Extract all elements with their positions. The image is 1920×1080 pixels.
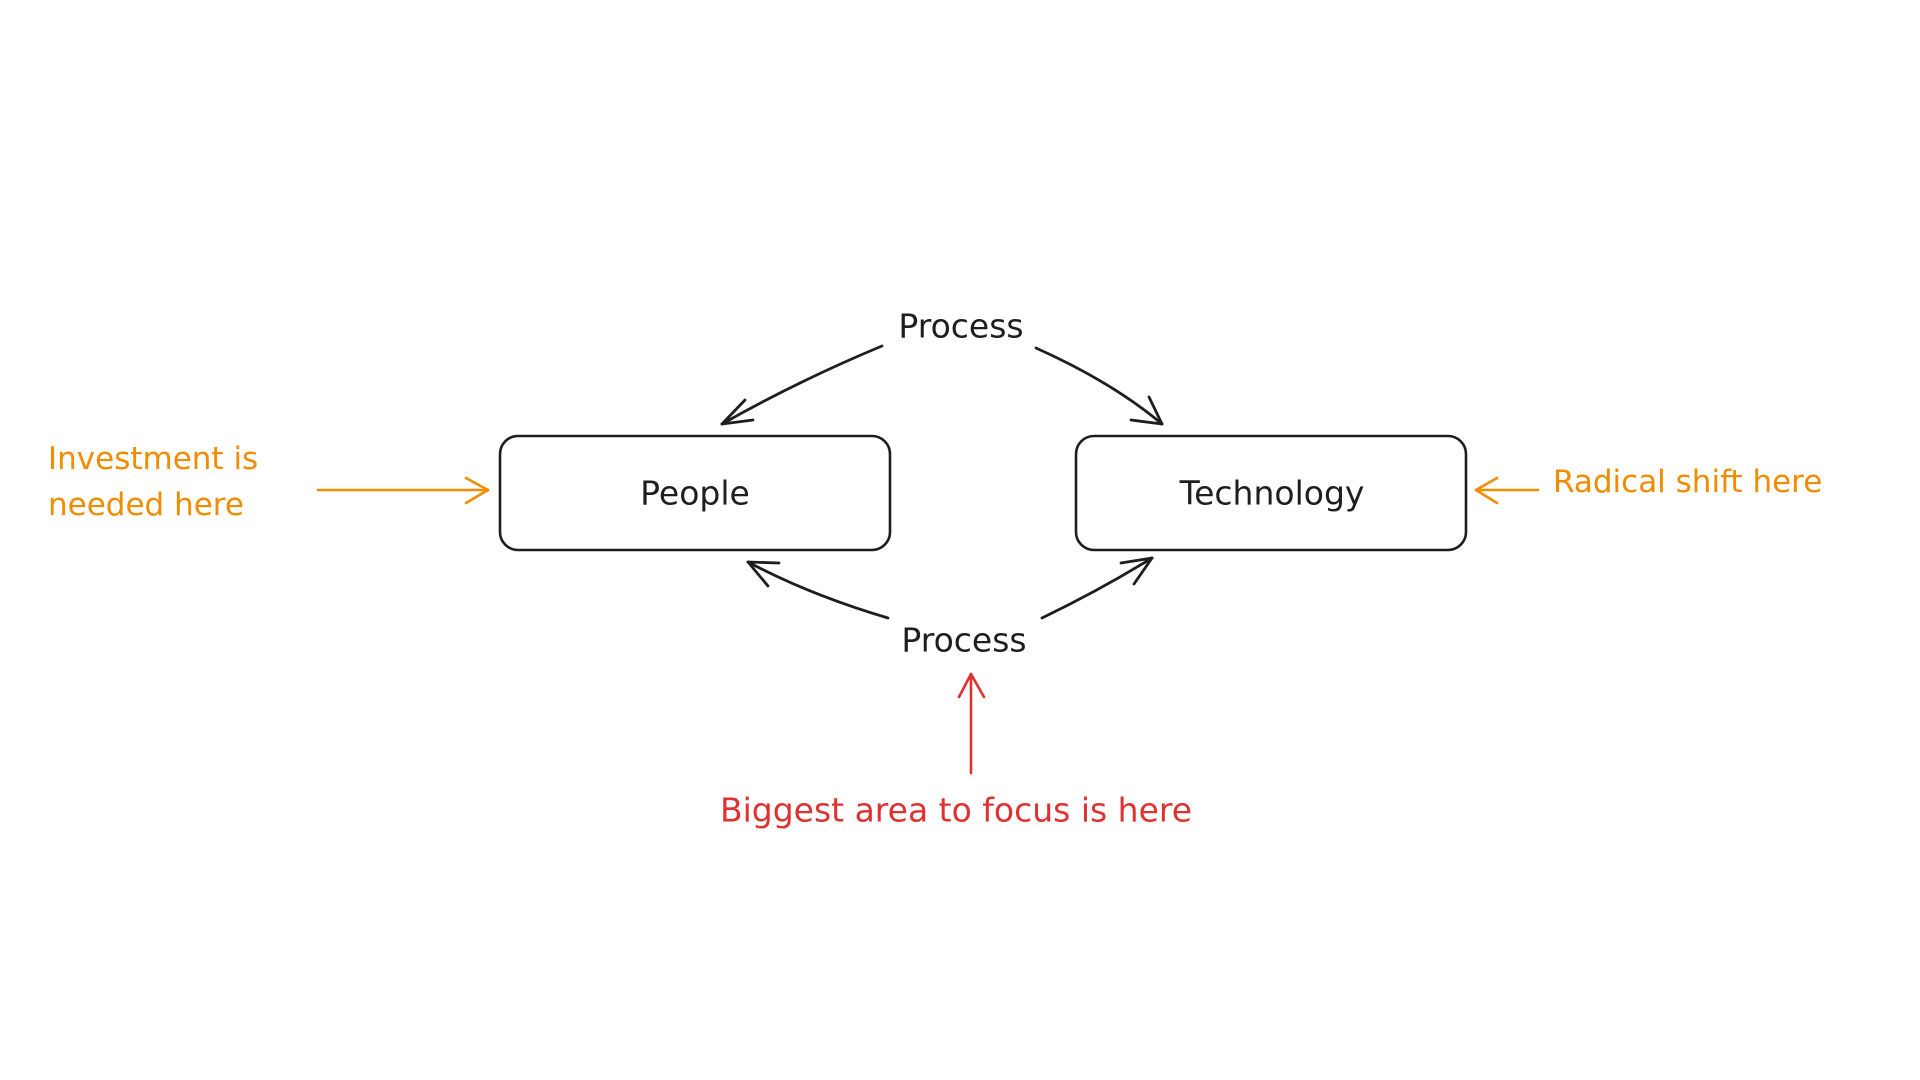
people-note-line2: needed here	[48, 487, 244, 523]
people-label: People	[640, 474, 750, 513]
arrow-process-to-technology	[1034, 346, 1164, 426]
arrow-bottom-process-to-people	[746, 560, 890, 620]
people-box	[498, 434, 892, 552]
arrow-note-to-technology	[1474, 476, 1540, 505]
arrow-note-to-process	[957, 672, 986, 775]
technology-label: Technology	[1179, 474, 1365, 513]
people-note-line1: Investment is	[48, 441, 258, 477]
technology-note: Radical shift here	[1553, 464, 1822, 500]
arrow-note-to-people	[316, 476, 490, 505]
process-top-label: Process	[898, 307, 1023, 346]
arrow-bottom-process-to-technology	[1040, 556, 1154, 620]
process-note: Biggest area to focus is here	[720, 791, 1192, 830]
process-bottom-label: Process	[901, 621, 1026, 660]
arrow-process-to-people	[720, 344, 884, 426]
technology-box	[1074, 434, 1468, 552]
